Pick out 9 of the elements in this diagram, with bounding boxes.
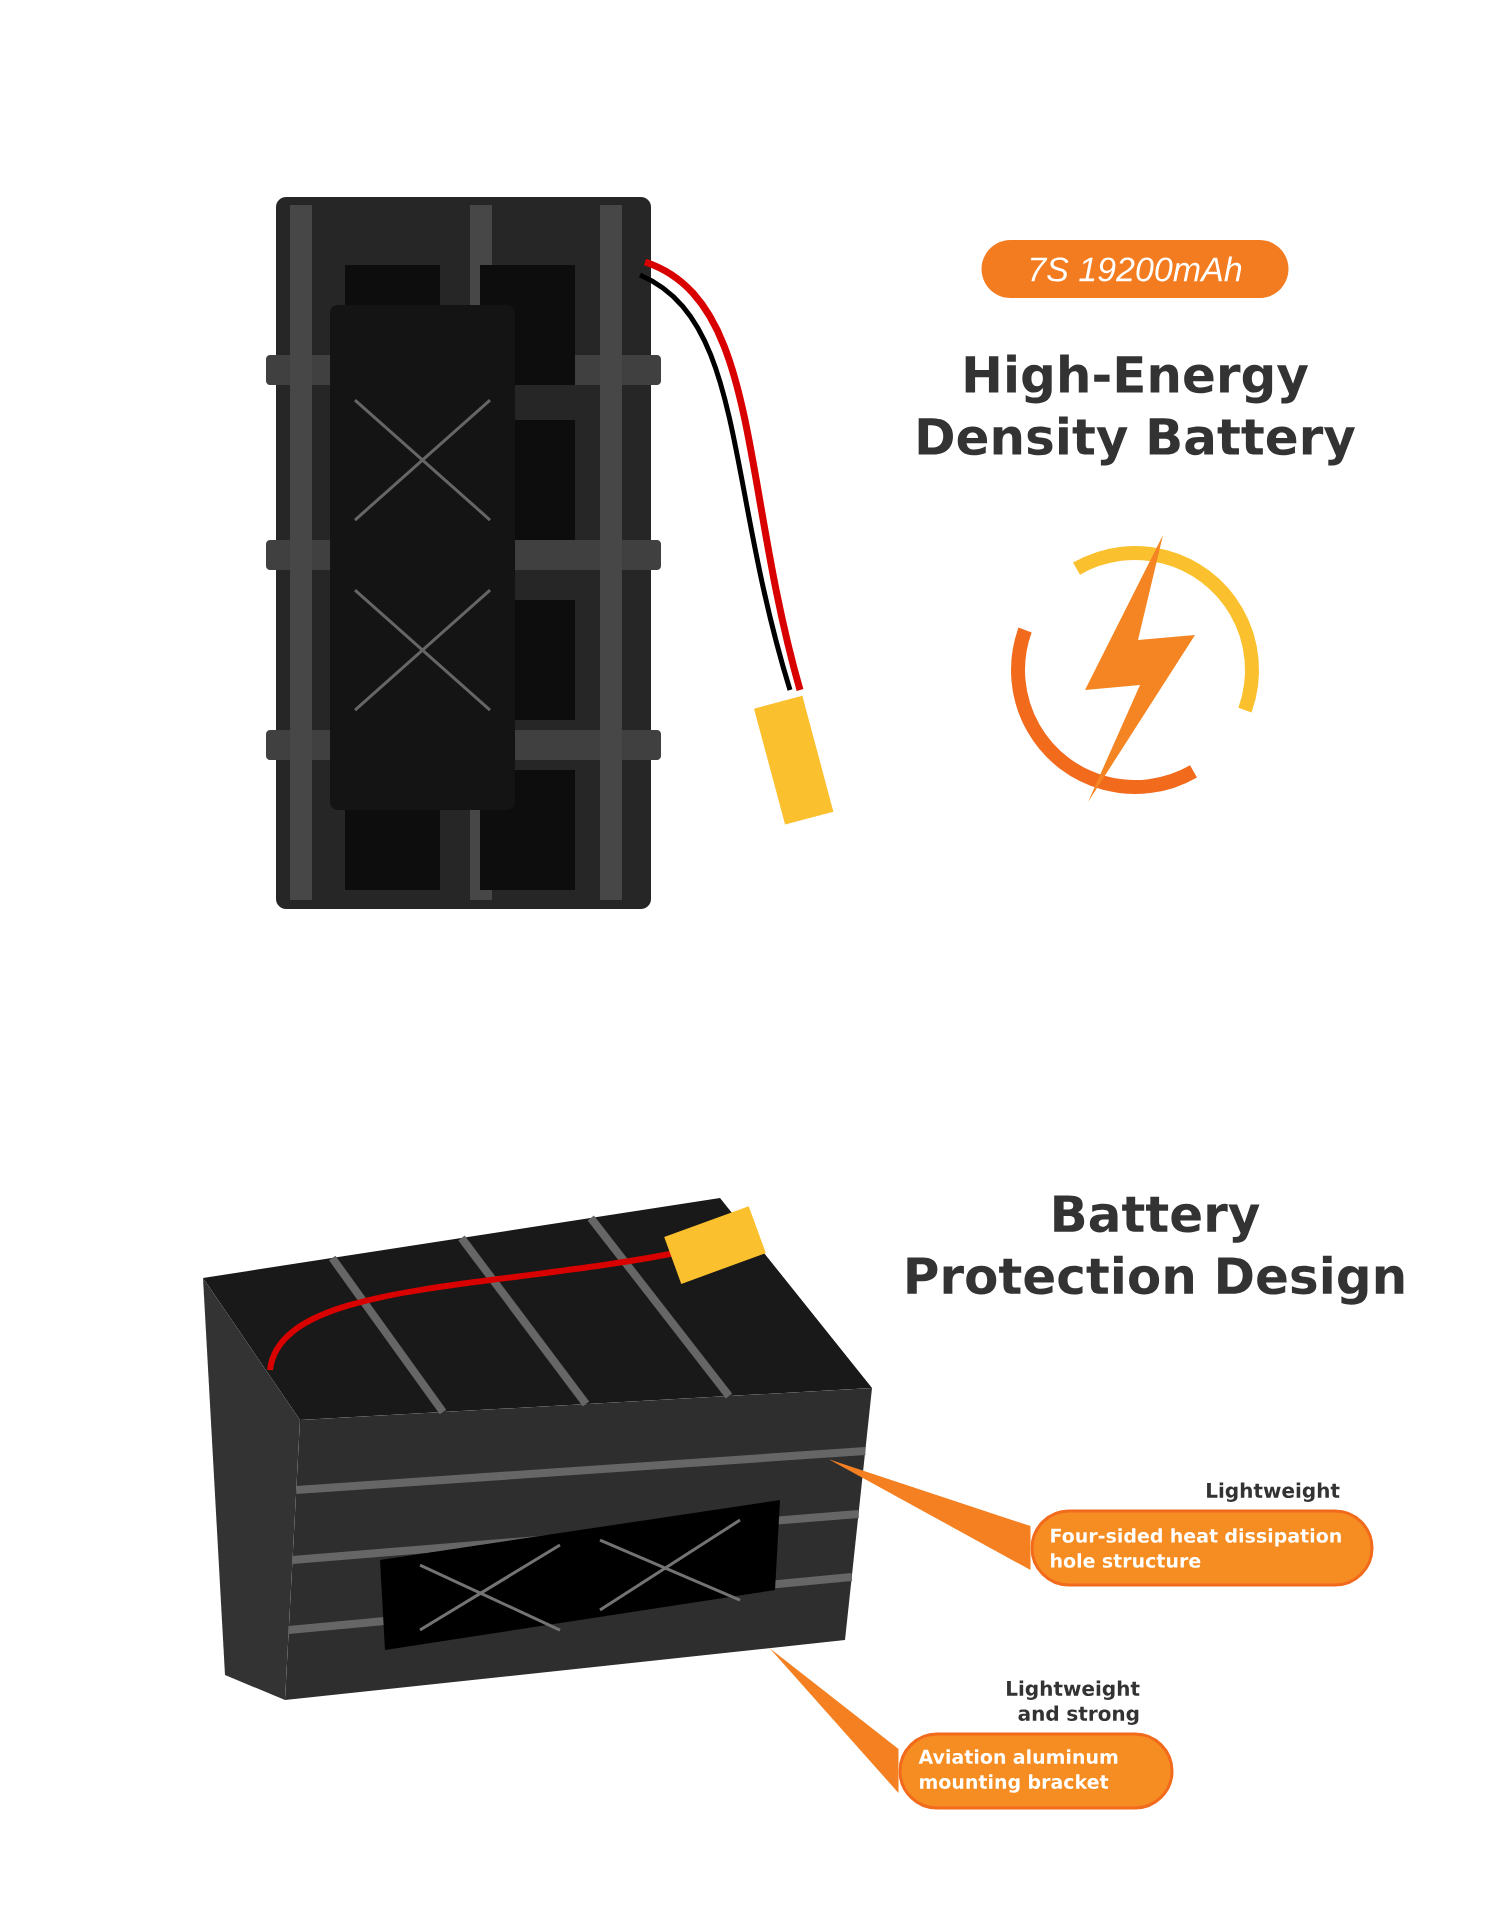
spec-badge: 7S 19200mAh xyxy=(981,240,1289,298)
feature-badge: Four-sided heat dissipation hole structure xyxy=(1030,1509,1374,1587)
pointer-wedge xyxy=(828,1459,1031,1570)
feature-badge: Aviation aluminum mounting bracket xyxy=(898,1732,1174,1810)
feature-note: Lightweight xyxy=(1207,1482,1340,1502)
battery-drawing xyxy=(203,1198,872,1700)
heading: High-Energy Density Battery xyxy=(918,354,1355,466)
feature-note: Lightweight and strong xyxy=(1007,1680,1140,1725)
heading: Battery Protection Design xyxy=(907,1195,1404,1305)
